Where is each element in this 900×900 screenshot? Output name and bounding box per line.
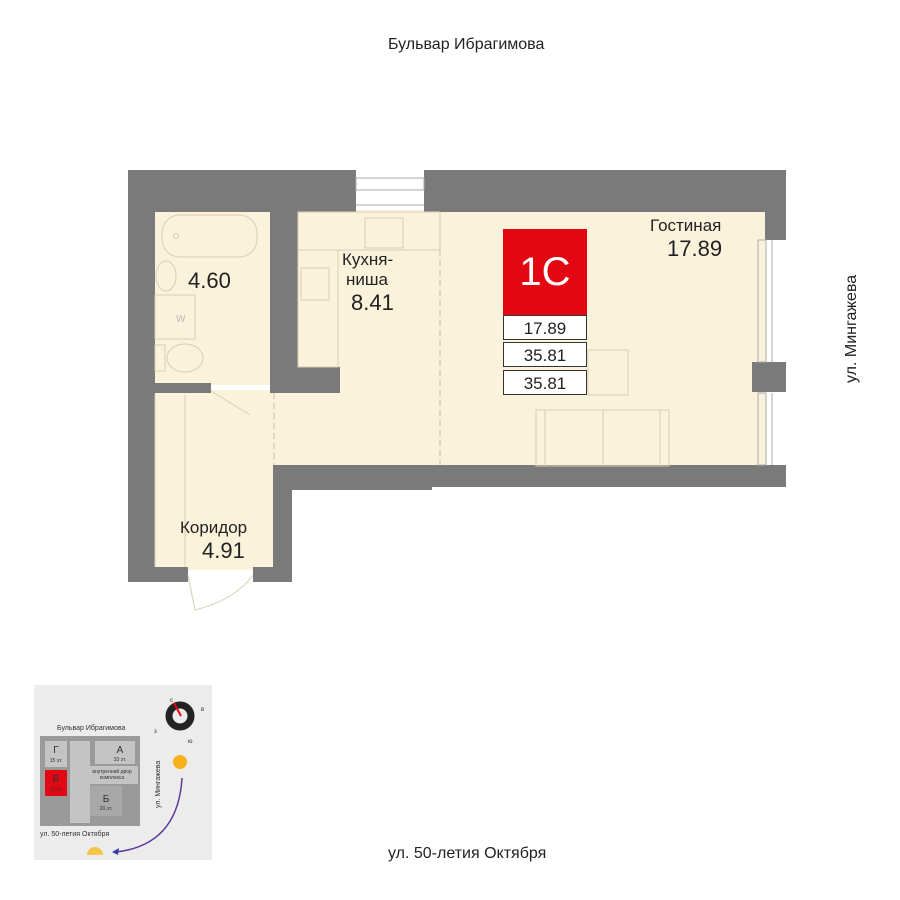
building-v-floors: 15 эт. — [50, 787, 63, 793]
compass-s: ю — [188, 739, 193, 745]
stove-icon — [300, 267, 330, 301]
kitchen-name-line2: ниша — [346, 270, 389, 289]
compass-n: с — [170, 698, 173, 704]
compass-icon — [165, 701, 195, 731]
building-a-letter: А — [117, 745, 124, 756]
entrance-door[interactable] — [187, 574, 196, 611]
building-a-floors: 33 эт. — [114, 757, 127, 763]
washer-label: W — [176, 314, 186, 325]
building-b-floors: 20 эт. — [100, 806, 113, 812]
apartment-type: 1С — [519, 250, 570, 294]
bathroom-door[interactable] — [210, 390, 251, 416]
floor-areas — [145, 210, 766, 570]
living-area-value: 17.89 — [524, 319, 567, 338]
bathtub-icon — [161, 214, 258, 258]
building-b-letter: Б — [103, 794, 110, 805]
toilet-icon — [166, 343, 204, 373]
walls — [128, 170, 786, 582]
windows — [355, 177, 773, 466]
building-g-floors: 15 эт. — [50, 758, 63, 764]
minimap-street-bottom: ул. 50-летия Октября — [40, 830, 109, 838]
building-g-letter: Г — [53, 745, 59, 756]
building-v-letter: В — [53, 774, 60, 785]
sink-icon — [155, 260, 177, 292]
sun-icon — [173, 755, 187, 769]
location-minimap: Бульвар Ибрагимова Г 15 эт. А 33 эт. В 1… — [34, 685, 212, 860]
living-room-area: 17.89 — [667, 236, 722, 261]
compass-e: в — [201, 707, 204, 713]
total-area-value: 35.81 — [524, 346, 567, 365]
corridor-area: 4.91 — [202, 538, 245, 563]
minimap-street-right: ул. Мингажева — [155, 761, 162, 808]
courtyard-label-1: внутренний двор — [92, 768, 132, 775]
washer-icon — [154, 294, 196, 340]
street-top-label: Бульвар Ибрагимова — [388, 36, 545, 53]
zone-dividers — [273, 250, 441, 465]
sun-path-arrow — [115, 777, 183, 853]
apartment-badge: 1С 17.89 35.81 35.81 — [503, 229, 587, 395]
bathroom-area: 4.60 — [188, 268, 231, 293]
table-icon — [587, 349, 629, 396]
courtyard-label-2: комплекса — [100, 775, 125, 781]
fixtures — [154, 211, 670, 611]
kitchen-area: 8.41 — [351, 290, 394, 315]
total-area-value-2: 35.81 — [524, 374, 567, 393]
minimap-street-top: Бульвар Ибрагимова — [57, 724, 126, 732]
sunset-icon — [87, 847, 103, 855]
kitchen-name-line1: Кухня- — [342, 250, 393, 269]
street-bottom-label: ул. 50-летия Октября — [388, 845, 547, 862]
corridor-name: Коридор — [180, 518, 247, 537]
living-room-name: Гостиная — [650, 216, 721, 235]
compass-w: з — [154, 729, 157, 735]
